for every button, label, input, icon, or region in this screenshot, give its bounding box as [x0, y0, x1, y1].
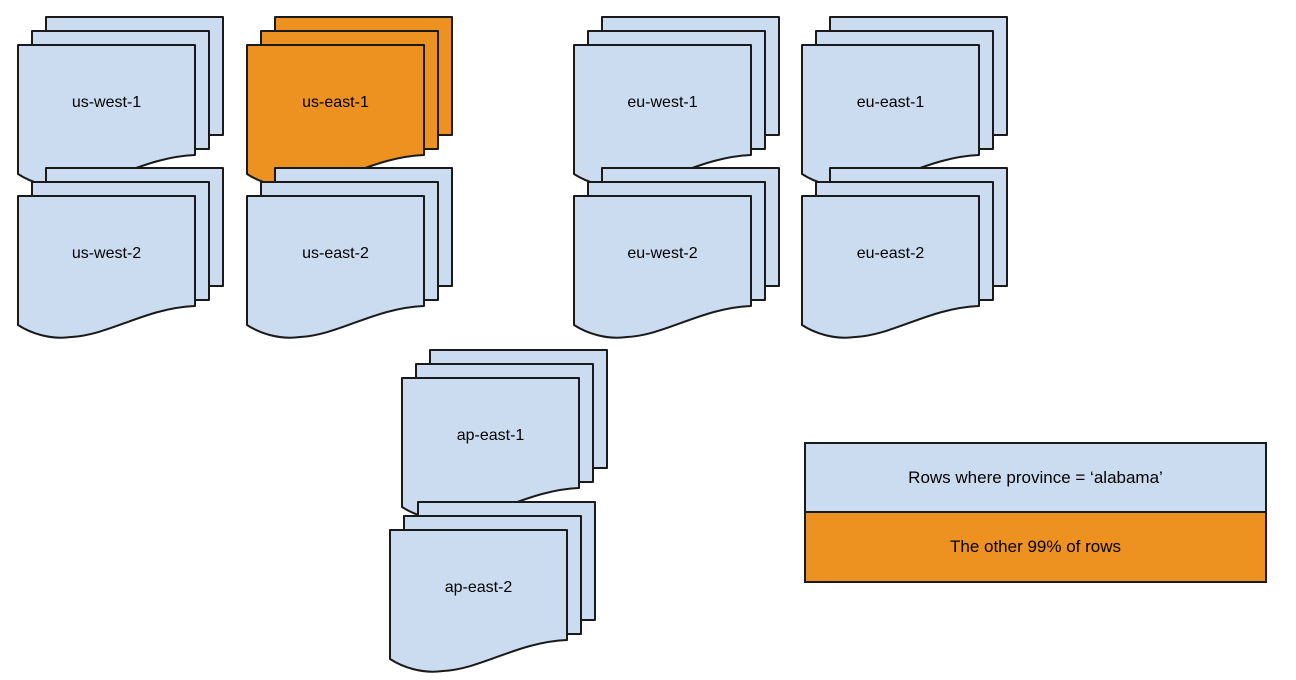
- sheet-front: [573, 195, 752, 339]
- sheet-front: [17, 195, 196, 339]
- region-stack-shape: [801, 16, 1008, 188]
- region-stack-shape: [801, 167, 1008, 339]
- region-stack-shape: [17, 16, 224, 188]
- region-stack-eu-east-2[interactable]: [800, 166, 1011, 343]
- region-stack-shape: [17, 167, 224, 339]
- region-stack-ap-east-1[interactable]: [400, 348, 611, 525]
- region-stack-ap-east-2[interactable]: [388, 500, 599, 677]
- legend-orange: The other 99% of rows: [806, 513, 1265, 581]
- region-stack-eu-west-1[interactable]: [572, 15, 783, 192]
- region-stack-shape: [573, 16, 780, 188]
- region-stack-eu-west-2[interactable]: [572, 166, 783, 343]
- legend-blue: Rows where province = ‘alabama’: [806, 444, 1265, 513]
- region-stack-eu-east-1[interactable]: [800, 15, 1011, 192]
- legend: Rows where province = ‘alabama’ The other…: [804, 442, 1267, 583]
- legend-orange-text: The other 99% of rows: [949, 537, 1122, 556]
- region-stack-us-west-2[interactable]: [16, 166, 227, 343]
- sheet-front: [401, 377, 580, 521]
- region-stack-us-west-1[interactable]: [16, 15, 227, 192]
- region-stack-shape: [401, 349, 608, 521]
- region-stack-shape: [573, 167, 780, 339]
- legend-blue-text: Rows where province = ‘alabama’: [908, 467, 1163, 487]
- region-stack-us-east-1[interactable]: [245, 15, 456, 192]
- sheet-front: [389, 529, 568, 673]
- region-stack-shape: [246, 167, 453, 339]
- region-stack-shape: [246, 16, 453, 188]
- region-stack-shape: [389, 501, 596, 673]
- region-stack-us-east-2[interactable]: [245, 166, 456, 343]
- sheet-front: [801, 195, 980, 339]
- sheet-front: [246, 195, 425, 339]
